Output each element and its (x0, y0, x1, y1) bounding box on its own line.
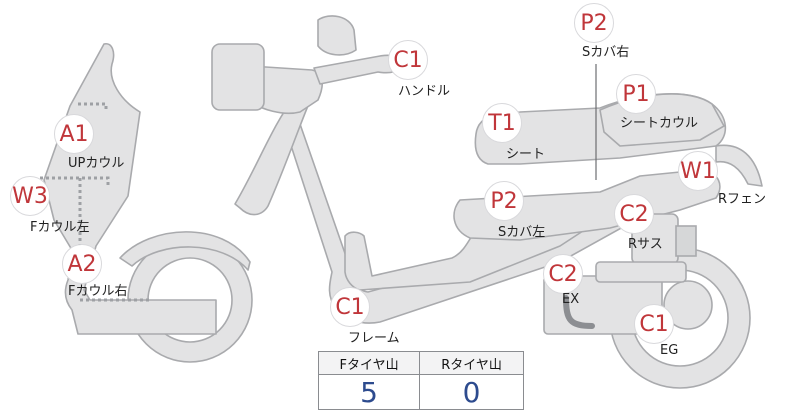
marker-rear-fender[interactable]: W1 (678, 151, 718, 191)
marker-front-cowl-left[interactable]: W3 (10, 176, 50, 216)
marker-handle[interactable]: C1 (388, 40, 428, 80)
label-handle: ハンドル (398, 84, 451, 99)
leg-shield (234, 95, 313, 216)
label-frame: フレーム (348, 331, 400, 346)
headlamp (211, 43, 265, 111)
marker-code: T1 (488, 110, 516, 136)
mirror (317, 15, 357, 56)
front-tyre-header: Fタイヤ山 (317, 351, 421, 375)
marker-code: A2 (67, 251, 97, 277)
front-fender (119, 231, 251, 271)
label-upper-cowl: UPカウル (68, 156, 125, 171)
rear-hub (663, 280, 713, 330)
label-side-cover-right: Sカバ右 (582, 45, 630, 60)
marker-front-cowl-right[interactable]: A2 (62, 244, 102, 284)
front-tyre-value[interactable]: 5 (317, 374, 421, 410)
label-exhaust: EX (562, 292, 580, 307)
marker-code: P2 (490, 188, 518, 214)
marker-rear-suspension[interactable]: C2 (614, 194, 654, 234)
label-seat: シート (506, 147, 546, 162)
label-side-cover-left: Sカバ左 (498, 225, 546, 240)
marker-code: P2 (580, 10, 608, 36)
marker-code: C2 (548, 261, 578, 287)
marker-code: A1 (59, 121, 89, 147)
label-rear-suspension: Rサス (628, 237, 663, 252)
tyre-tread-table: Fタイヤ山 Rタイヤ山 5 0 (317, 351, 524, 410)
label-front-cowl-left: Fカウル左 (30, 220, 90, 235)
rear-shock-cap (675, 225, 697, 257)
rear-fender (715, 144, 763, 187)
exhaust-pipe (563, 295, 595, 329)
label-engine: EG (660, 343, 679, 358)
marker-code: W1 (680, 158, 716, 184)
marker-engine[interactable]: C1 (634, 304, 674, 344)
marker-code: C1 (335, 294, 365, 320)
marker-upper-cowl[interactable]: A1 (54, 114, 94, 154)
front-cowl-cut-upper (78, 102, 108, 110)
rear-tyre-value[interactable]: 0 (419, 374, 524, 410)
label-seat-cowl: シートカウル (620, 116, 699, 131)
marker-frame[interactable]: C1 (330, 287, 370, 327)
rear-tyre-header: Rタイヤ山 (419, 351, 524, 375)
marker-side-cover-left[interactable]: P2 (484, 181, 524, 221)
label-rear-fender: Rフェン (718, 192, 767, 207)
marker-code: C1 (393, 47, 423, 73)
label-front-cowl-right: Fカウル右 (68, 284, 128, 299)
marker-code: C2 (619, 201, 649, 227)
swing-arm (595, 261, 687, 283)
marker-code: W3 (12, 183, 48, 209)
marker-code: C1 (639, 311, 669, 337)
marker-seat-cowl[interactable]: P1 (616, 74, 656, 114)
front-cowl-cut-mid (40, 176, 110, 188)
marker-seat[interactable]: T1 (482, 103, 522, 143)
marker-code: P1 (622, 81, 650, 107)
marker-side-cover-right[interactable]: P2 (574, 3, 614, 43)
marker-exhaust[interactable]: C2 (543, 254, 583, 294)
